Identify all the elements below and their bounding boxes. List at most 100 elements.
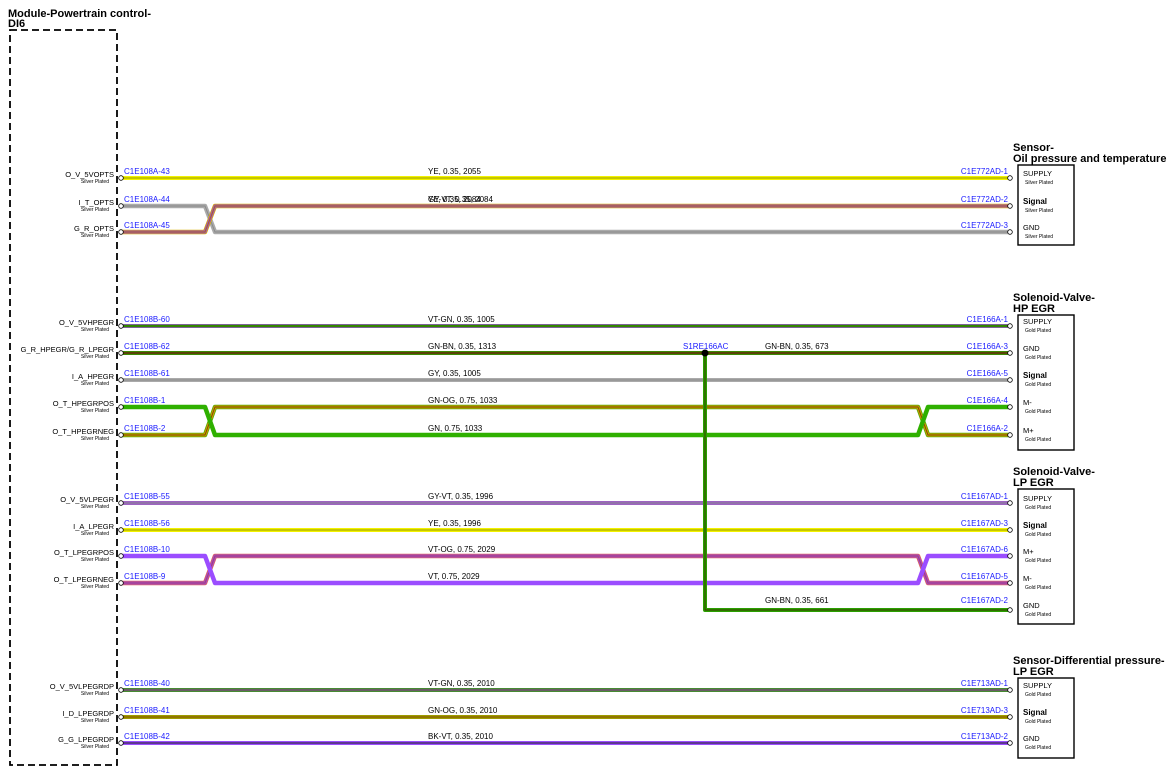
component-pin-terminal[interactable] bbox=[1007, 350, 1013, 356]
component: Sensor-Oil pressure and temperatureSUPPL… bbox=[1007, 142, 1166, 246]
component-pin-terminal[interactable] bbox=[1007, 229, 1013, 235]
wire-center-trace bbox=[121, 406, 1010, 436]
wire-spec-label: GN-OG, 0.75, 1033 bbox=[428, 396, 498, 405]
component-pin-terminal[interactable] bbox=[1007, 553, 1013, 559]
component-body bbox=[1017, 677, 1075, 759]
module-pin-terminal[interactable] bbox=[118, 687, 124, 693]
module-pin-plate: Silver Plated bbox=[81, 207, 109, 213]
component-pin-plate: Gold Plated bbox=[1025, 745, 1051, 751]
wire-from-connector: C1E108A-43 bbox=[124, 167, 170, 176]
component-pin-terminal[interactable] bbox=[1007, 377, 1013, 383]
module-pin-terminal[interactable] bbox=[118, 580, 124, 586]
component-pin-terminal[interactable] bbox=[1007, 323, 1013, 329]
wire-color-band bbox=[121, 203, 1010, 235]
component-pin-terminal[interactable] bbox=[1007, 404, 1013, 410]
wire-color-band bbox=[121, 554, 1010, 585]
component-title: Solenoid-Valve- bbox=[1013, 466, 1095, 478]
splice-branch1-label: GN-BN, 0.35, 673 bbox=[765, 342, 829, 351]
module-pin-terminal[interactable] bbox=[118, 377, 124, 383]
wire-to-connector: C1E166A-1 bbox=[967, 315, 1009, 324]
component-pin-label: SUPPLY bbox=[1023, 494, 1052, 503]
splice-s1re166ac[interactable] bbox=[701, 349, 1011, 612]
wire[interactable] bbox=[121, 553, 1010, 586]
wire-center-trace bbox=[121, 555, 1010, 584]
wire-spec-label: YE-VT, 0.35, 2084 bbox=[428, 195, 493, 204]
component-title: Sensor-Differential pressure- bbox=[1013, 655, 1165, 667]
component-pin-terminal[interactable] bbox=[1007, 203, 1013, 209]
module-pin-plate: Silver Plated bbox=[81, 381, 109, 387]
component-pin-terminal[interactable] bbox=[1007, 714, 1013, 720]
wire-spec-label: GY, 0.35, 1005 bbox=[428, 369, 481, 378]
wire[interactable] bbox=[121, 404, 1010, 438]
component-pin-plate: Gold Plated bbox=[1025, 532, 1051, 538]
wire-from-connector: C1E108B-1 bbox=[124, 396, 166, 405]
wire[interactable] bbox=[121, 203, 1010, 235]
wire-center-trace bbox=[121, 406, 1010, 436]
wire-from-connector: C1E108B-56 bbox=[124, 519, 170, 528]
component-pin-terminal[interactable] bbox=[1007, 500, 1013, 506]
component-pin-plate: Gold Plated bbox=[1025, 585, 1051, 591]
wire-spec-label: VT-GN, 0.35, 1005 bbox=[428, 315, 495, 324]
module-pin-name: O_T_LPEGRNEG bbox=[54, 575, 115, 584]
module-pin-terminal[interactable] bbox=[118, 527, 124, 533]
module-pin-terminal[interactable] bbox=[118, 714, 124, 720]
module-pin-terminal[interactable] bbox=[118, 404, 124, 410]
module-pin-plate: Silver Plated bbox=[81, 354, 109, 360]
component-pin-plate: Silver Plated bbox=[1025, 180, 1053, 186]
component-pin-label: M- bbox=[1023, 398, 1032, 407]
component-pin-plate: Gold Plated bbox=[1025, 355, 1051, 361]
wire-from-connector: C1E108B-9 bbox=[124, 572, 166, 581]
component-pin-terminal[interactable] bbox=[1007, 527, 1013, 533]
wire-color-band bbox=[121, 404, 1010, 438]
splice-branch2-connector: C1E167AD-2 bbox=[961, 596, 1009, 605]
component-pin-terminal[interactable] bbox=[1007, 580, 1013, 586]
module-pin-terminal[interactable] bbox=[118, 175, 124, 181]
module-pin-terminal[interactable] bbox=[118, 350, 124, 356]
module-pin-terminal[interactable] bbox=[118, 553, 124, 559]
component-title: Sensor- bbox=[1013, 142, 1054, 154]
component-pin-terminal[interactable] bbox=[1007, 175, 1013, 181]
module-outline bbox=[9, 29, 118, 766]
wire-color-band bbox=[121, 404, 1010, 438]
module-subtitle: DI6 bbox=[8, 18, 25, 30]
component-pin-plate: Gold Plated bbox=[1025, 437, 1051, 443]
splice-branch-center bbox=[704, 353, 1010, 611]
module-pin-terminal[interactable] bbox=[118, 432, 124, 438]
wire-color-band bbox=[121, 405, 1010, 437]
module-pin-plate: Silver Plated bbox=[81, 531, 109, 537]
component-pin-plate: Gold Plated bbox=[1025, 692, 1051, 698]
component-pin-terminal[interactable] bbox=[1007, 607, 1013, 613]
component-title: Solenoid-Valve- bbox=[1013, 292, 1095, 304]
module-pin-terminal[interactable] bbox=[118, 740, 124, 746]
module-pin-plate: Silver Plated bbox=[81, 718, 109, 724]
component-pin-terminal[interactable] bbox=[1007, 432, 1013, 438]
wire-color-band bbox=[121, 553, 1010, 586]
module-pin-terminal[interactable] bbox=[118, 500, 124, 506]
wire-to-connector: C1E167AD-5 bbox=[961, 572, 1009, 581]
component-pin-terminal[interactable] bbox=[1007, 740, 1013, 746]
module-pin-terminal[interactable] bbox=[118, 229, 124, 235]
module-pin-plate: Silver Plated bbox=[81, 584, 109, 590]
component-pin-label: SUPPLY bbox=[1023, 681, 1052, 690]
wire[interactable] bbox=[121, 404, 1010, 438]
component-pin-plate: Gold Plated bbox=[1025, 719, 1051, 725]
wire[interactable] bbox=[121, 203, 1010, 235]
module-pin-name: O_V_5VLPEGRDP bbox=[50, 682, 114, 691]
component-pin-plate: Gold Plated bbox=[1025, 382, 1051, 388]
module-pin-name: O_T_HPEGRPOS bbox=[53, 399, 114, 408]
wire-spec-label: GN-BN, 0.35, 1313 bbox=[428, 342, 497, 351]
module-pin-terminal[interactable] bbox=[118, 323, 124, 329]
module-pin-terminal[interactable] bbox=[118, 203, 124, 209]
wire-to-connector: C1E167AD-6 bbox=[961, 545, 1009, 554]
module-pin-name: O_V_5VLPEGR bbox=[60, 495, 114, 504]
components-layer: Sensor-Oil pressure and temperatureSUPPL… bbox=[1007, 142, 1166, 759]
module-pin-name: O_V_5VHPEGR bbox=[59, 318, 115, 327]
wire-to-connector: C1E166A-3 bbox=[967, 342, 1009, 351]
wire-center-trace bbox=[121, 205, 1010, 233]
component-pin-terminal[interactable] bbox=[1007, 687, 1013, 693]
module-pin-plate: Silver Plated bbox=[81, 408, 109, 414]
wire[interactable] bbox=[121, 553, 1010, 586]
